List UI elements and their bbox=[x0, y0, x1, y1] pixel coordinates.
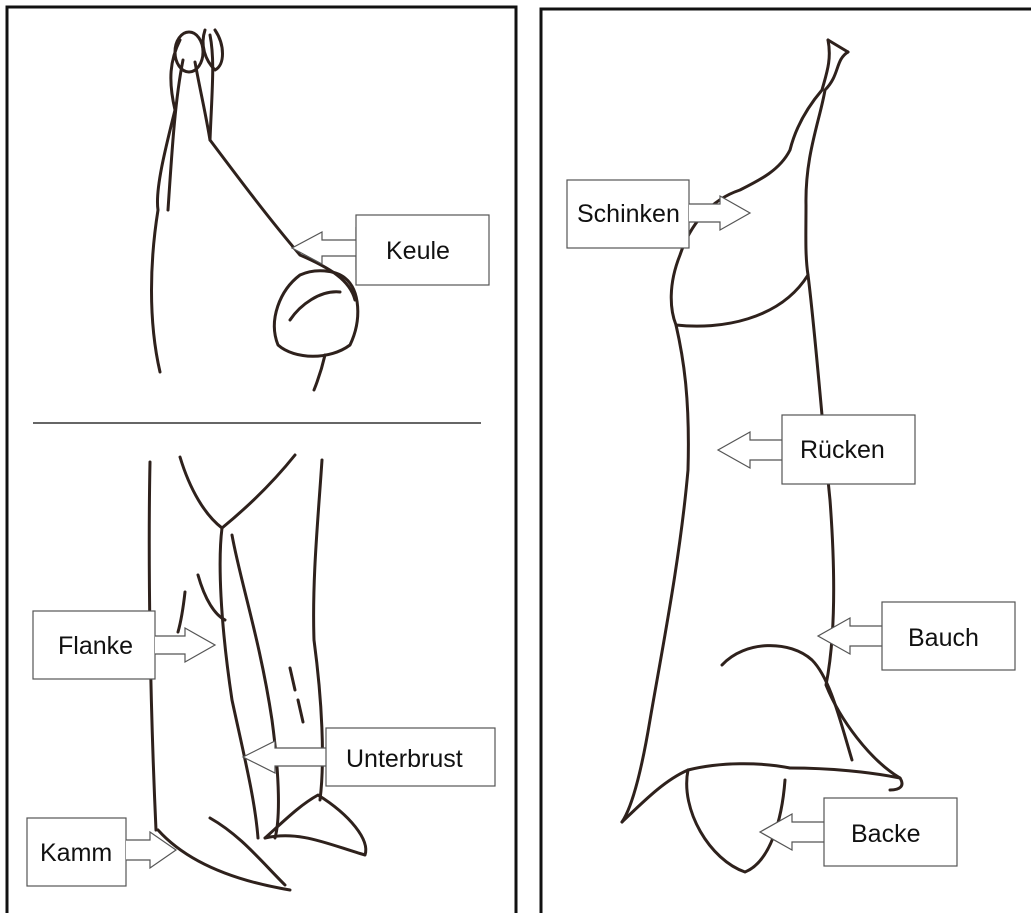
schinken-arrow-icon bbox=[689, 196, 750, 230]
ham-seam bbox=[676, 275, 808, 326]
label-schinken: Schinken bbox=[567, 180, 750, 248]
breast-mark bbox=[178, 592, 185, 632]
flanke-text: Flanke bbox=[58, 632, 133, 660]
belly-curve bbox=[722, 646, 852, 760]
kamm-arrow-icon bbox=[126, 832, 176, 868]
breast-foot bbox=[265, 795, 366, 855]
label-kamm: Kamm bbox=[27, 818, 176, 886]
ruecken-arrow-icon bbox=[718, 432, 782, 468]
jowl-top bbox=[790, 768, 902, 790]
leg-outline-left bbox=[152, 40, 181, 372]
neck-line bbox=[622, 764, 790, 822]
leg-outline-right bbox=[210, 35, 355, 300]
carcass-hock-tip bbox=[828, 40, 848, 52]
breast-v-seam bbox=[180, 455, 295, 528]
leg-knuckle bbox=[175, 32, 203, 72]
leg-tail-line bbox=[314, 355, 325, 390]
bauch-text: Bauch bbox=[908, 624, 979, 652]
label-flanke: Flanke bbox=[33, 611, 215, 679]
keule-arrow-icon bbox=[292, 227, 356, 270]
breast-inner-line bbox=[232, 535, 278, 838]
label-bauch: Bauch bbox=[818, 602, 1015, 670]
bauch-arrow-icon bbox=[818, 618, 882, 654]
label-keule: Keule bbox=[292, 215, 489, 285]
label-ruecken: Rücken bbox=[718, 415, 915, 484]
keule-text: Keule bbox=[386, 237, 450, 265]
backe-outline bbox=[687, 770, 785, 872]
kamm-bottom bbox=[158, 830, 290, 890]
label-unterbrust: Unterbrust bbox=[243, 728, 495, 786]
flanke-arrow-icon bbox=[155, 628, 215, 662]
unterbrust-arrow-icon bbox=[243, 741, 326, 773]
leg-cut-detail bbox=[290, 292, 340, 320]
unterbrust-text: Unterbrust bbox=[346, 745, 463, 773]
breast-center-line bbox=[220, 528, 258, 838]
leg-sketch bbox=[152, 30, 358, 390]
leg-inner-line bbox=[195, 62, 210, 140]
breast-dash-marks bbox=[290, 668, 303, 722]
schinken-text: Schinken bbox=[577, 200, 680, 228]
kamm-text: Kamm bbox=[40, 839, 112, 867]
ruecken-text: Rücken bbox=[800, 436, 885, 464]
backe-text: Backe bbox=[851, 820, 920, 848]
breast-sketch bbox=[149, 455, 366, 890]
label-backe: Backe bbox=[760, 798, 957, 866]
